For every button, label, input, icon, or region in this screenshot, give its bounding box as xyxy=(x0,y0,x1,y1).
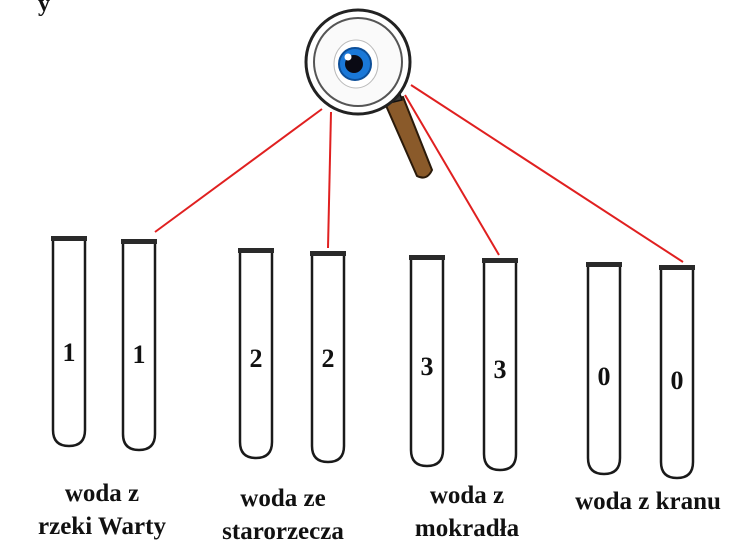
test-tube: 0 xyxy=(586,262,622,476)
connector-line-4 xyxy=(410,84,684,263)
tube-label: 0 xyxy=(671,366,684,395)
eye-iris-ring xyxy=(338,47,372,81)
connector-line-2 xyxy=(327,111,332,249)
test-tubes: 1 1 2 2 xyxy=(51,236,695,480)
tube-label: 2 xyxy=(322,344,335,373)
group-label-line2: mokradła xyxy=(414,515,520,542)
group-label-rzeki-warty: woda z rzeki Warty xyxy=(22,477,182,543)
tube-label: 0 xyxy=(598,362,611,391)
group-label-line1: woda z kranu xyxy=(575,488,721,515)
test-tube: 1 xyxy=(51,236,87,448)
test-tube: 3 xyxy=(482,258,518,472)
tube-group-kranu: 0 0 xyxy=(586,262,695,480)
tube-label: 1 xyxy=(133,340,146,369)
test-tube: 2 xyxy=(310,251,346,464)
connector-line-3 xyxy=(404,94,500,256)
group-label-line2: rzeki Warty xyxy=(38,513,166,540)
tube-label: 3 xyxy=(421,352,434,381)
tube-group-rzeki-warty: 1 1 xyxy=(51,236,157,452)
group-label-line1: woda ze xyxy=(240,485,326,512)
cropped-text-fragment: y xyxy=(38,0,50,17)
test-tube: 0 xyxy=(659,265,695,480)
tube-label: 3 xyxy=(494,355,507,384)
group-label-line1: woda z xyxy=(429,482,505,509)
group-label-starorzecza: woda ze starorzecza xyxy=(198,482,368,548)
connector-lines xyxy=(154,84,684,263)
connector-line-1 xyxy=(154,108,323,233)
test-tube: 1 xyxy=(121,239,157,452)
magnifying-glass-with-eye-icon xyxy=(304,8,434,179)
eye-highlight xyxy=(344,53,352,61)
group-label-mokradla: woda z mokradła xyxy=(392,479,542,545)
test-tube: 3 xyxy=(409,255,445,468)
tube-label: 2 xyxy=(250,344,263,373)
group-label-line1: woda z xyxy=(64,480,140,507)
tube-group-mokradla: 3 3 xyxy=(409,255,518,472)
tube-label: 1 xyxy=(63,338,76,367)
tube-group-starorzecza: 2 2 xyxy=(238,248,346,464)
test-tube: 2 xyxy=(238,248,274,460)
group-label-kranu: woda z kranu xyxy=(548,485,748,518)
magnifier-handle xyxy=(382,95,434,179)
group-label-line2: starorzecza xyxy=(222,518,344,545)
